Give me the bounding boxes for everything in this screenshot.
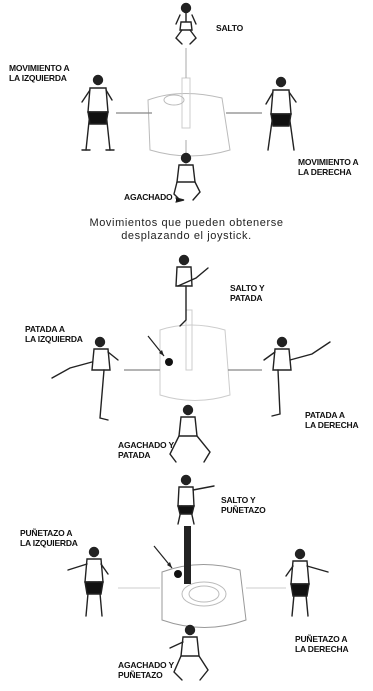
fighter-jump-kick: [175, 254, 209, 327]
fighter-kick-left: [51, 336, 119, 421]
joystick-diagram-3: [67, 474, 329, 681]
fighter-jump: [175, 2, 197, 45]
joystick-base-1: [147, 77, 231, 157]
label-crouch: AGACHADO: [124, 192, 173, 202]
fighter-punch-right: [285, 548, 329, 617]
fighter-crouch-punch: [169, 624, 209, 681]
fighter-kick-right: [263, 336, 331, 417]
label-jump: SALTO: [216, 23, 244, 33]
joystick-diagram-1: [81, 2, 297, 203]
fire-button-3: [174, 570, 182, 578]
fighter-move-right: [265, 76, 297, 151]
fighter-crouch: [173, 152, 201, 203]
joystick-base-2: [159, 309, 231, 401]
fighter-punch-left: [67, 546, 109, 617]
fighter-move-left: [81, 74, 115, 151]
figure-caption: Movimientos que pueden obtenerse desplaz…: [89, 217, 284, 242]
joystick-diagram-2: [51, 254, 331, 463]
fighter-jump-punch: [177, 474, 215, 525]
joystick-stick-3: [184, 526, 191, 584]
fighter-crouch-kick: [169, 404, 211, 463]
fire-button-2: [165, 358, 173, 366]
